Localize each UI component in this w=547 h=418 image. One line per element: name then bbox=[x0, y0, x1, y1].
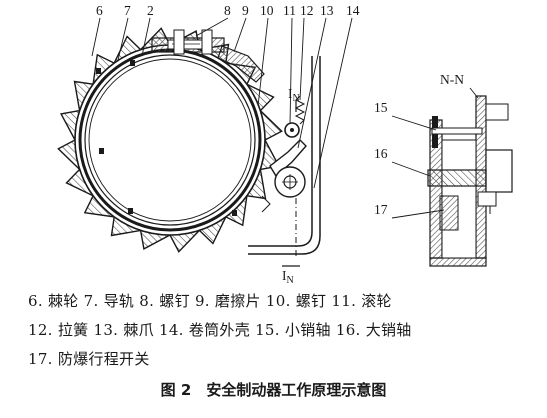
guide-rail-7 bbox=[151, 37, 225, 53]
explosion-proof-switch-17 bbox=[439, 195, 459, 231]
callout-14: 14 bbox=[346, 3, 360, 18]
callout-9: 9 bbox=[242, 3, 249, 18]
callout-17: 17 bbox=[374, 202, 388, 217]
drum-rings bbox=[74, 44, 266, 236]
fixing-bolts bbox=[96, 60, 237, 216]
callout-6: 6 bbox=[96, 3, 103, 18]
section-marker-bottom: IN bbox=[282, 268, 294, 285]
callout-labels: 6 7 2 8 9 10 11 12 13 14 15 16 17 IN IN … bbox=[96, 3, 464, 285]
callout-13: 13 bbox=[320, 3, 334, 18]
screw-8 bbox=[173, 29, 213, 55]
leader-lines bbox=[91, 17, 353, 189]
section-view-label: N-N bbox=[440, 72, 464, 87]
tension-spring-12 bbox=[294, 95, 306, 125]
callout-7: 7 bbox=[124, 3, 131, 18]
section-line-in bbox=[282, 100, 300, 267]
callout-11: 11 bbox=[283, 3, 296, 18]
section-marker-top: IN bbox=[288, 86, 300, 104]
callout-12: 12 bbox=[300, 3, 314, 18]
small-pin-15 bbox=[431, 116, 483, 148]
pawl-13 bbox=[269, 139, 307, 198]
section-leader-lines bbox=[391, 87, 479, 219]
friction-plate-9 bbox=[217, 45, 265, 83]
caption-line-1: 6. 棘轮 7. 导轨 8. 螺钉 9. 磨擦片 10. 螺钉 11. 滚轮 bbox=[28, 292, 392, 310]
roller-11 bbox=[284, 122, 300, 138]
figure-title: 图 2 安全制动器工作原理示意图 bbox=[160, 381, 387, 399]
caption-line-2: 12. 拉簧 13. 棘爪 14. 卷筒外壳 15. 小销轴 16. 大销轴 bbox=[28, 321, 412, 339]
callout-2: 2 bbox=[147, 3, 154, 18]
drum-housing-14 bbox=[248, 56, 321, 255]
callout-16: 16 bbox=[374, 146, 388, 161]
large-pin-16 bbox=[427, 169, 487, 187]
callout-8: 8 bbox=[224, 3, 231, 18]
brake-schematic-figure: 6 7 2 8 9 10 11 12 13 14 15 16 17 IN IN … bbox=[57, 3, 513, 285]
callout-10: 10 bbox=[260, 3, 274, 18]
callout-15: 15 bbox=[374, 100, 388, 115]
caption-line-3: 17. 防爆行程开关 bbox=[28, 350, 150, 368]
